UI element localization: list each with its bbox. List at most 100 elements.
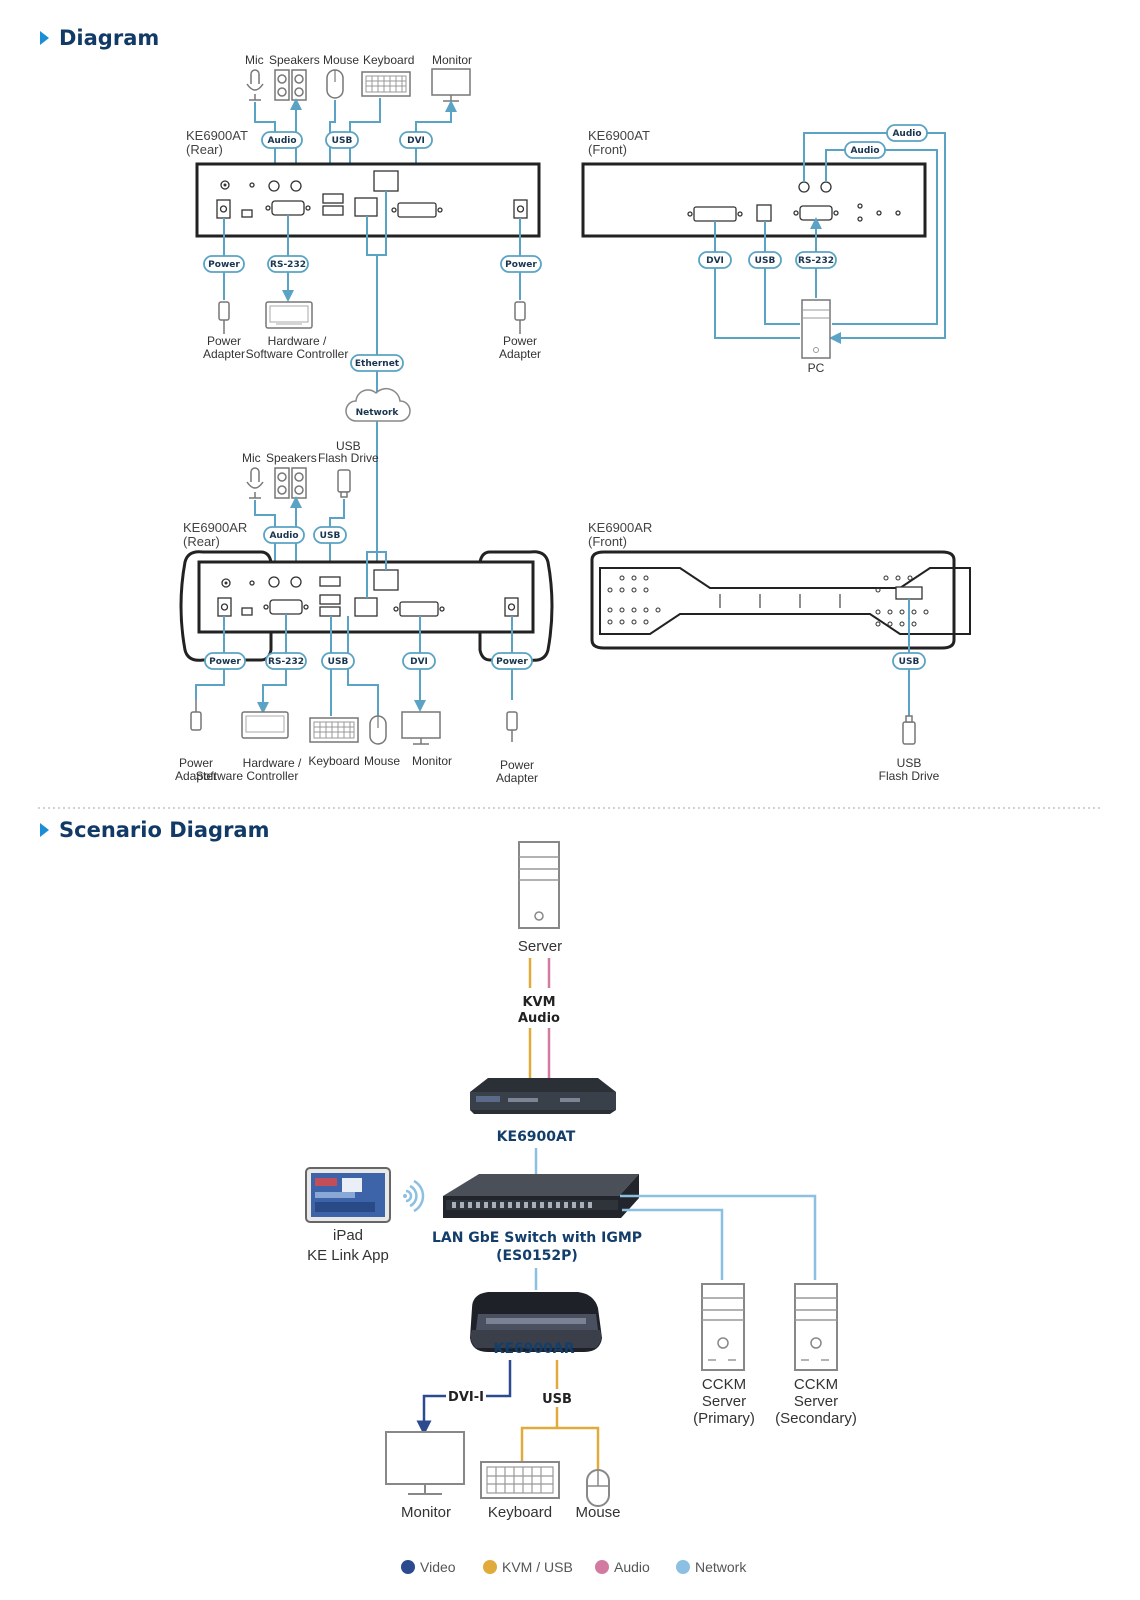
svg-text:Software Controller: Software Controller	[196, 769, 299, 783]
ipad-icon	[305, 1167, 391, 1223]
svg-text:RS-232: RS-232	[268, 657, 304, 667]
svg-text:Adapter: Adapter	[203, 347, 245, 361]
svg-text:Audio: Audio	[269, 531, 298, 541]
mouse-icon	[586, 1469, 610, 1507]
svg-text:USB: USB	[897, 756, 922, 770]
usb-pill: USB	[748, 251, 782, 269]
triangle-icon	[40, 31, 49, 45]
svg-text:Network: Network	[695, 1559, 747, 1575]
keyboard-icon	[361, 71, 411, 97]
svg-text:Ethernet: Ethernet	[355, 359, 400, 369]
svg-text:Keyboard: Keyboard	[308, 754, 359, 768]
switch-device-icon	[443, 1174, 639, 1218]
svg-text:PC: PC	[808, 361, 825, 375]
svg-text:DVI: DVI	[410, 657, 428, 667]
keyboard-label: Keyboard	[363, 53, 414, 67]
svg-text:CCKM: CCKM	[702, 1376, 746, 1393]
svg-text:Server: Server	[794, 1393, 838, 1410]
tx-front-box	[581, 162, 927, 238]
mic-icon	[246, 467, 264, 499]
scenario-title: Scenario Diagram	[40, 818, 269, 842]
svg-text:DVI-I: DVI-I	[448, 1390, 484, 1405]
svg-text:Flash Drive: Flash Drive	[879, 769, 940, 783]
rs232-pill: RS-232	[265, 652, 307, 670]
svg-text:Power: Power	[209, 657, 241, 667]
dvi-pill: DVI	[399, 131, 433, 149]
monitor-label: Monitor	[432, 53, 472, 67]
svg-text:Server: Server	[702, 1393, 746, 1410]
svg-text:(Primary): (Primary)	[693, 1410, 755, 1427]
tx-rear-side: (Rear)	[186, 142, 223, 157]
legend-item-video: Video	[401, 1559, 456, 1575]
audio-pill: Audio	[844, 141, 886, 159]
svg-text:Video: Video	[420, 1559, 456, 1575]
svg-text:Power: Power	[179, 756, 213, 770]
tx-rear-model: KE6900AT	[186, 128, 248, 143]
diagram-title: Diagram	[40, 26, 159, 50]
receiver-device-icon	[470, 1292, 602, 1352]
svg-text:Mic: Mic	[242, 451, 261, 465]
svg-text:Hardware /: Hardware /	[243, 756, 302, 770]
keyboard-icon	[480, 1461, 560, 1499]
svg-text:Server: Server	[518, 938, 562, 955]
svg-text:(Secondary): (Secondary)	[775, 1410, 857, 1427]
speakers-icon	[274, 467, 307, 499]
svg-text:USB: USB	[755, 256, 776, 266]
ethernet-pill: Ethernet	[350, 354, 404, 372]
server-icon	[701, 1283, 745, 1371]
triangle-icon	[40, 823, 49, 837]
svg-text:KE6900AR: KE6900AR	[494, 1341, 575, 1357]
receiver-front: KE6900AR (Front) USB USB Flash Drive	[588, 520, 971, 783]
svg-text:USB: USB	[542, 1392, 572, 1407]
monitor-icon	[431, 68, 471, 102]
server-icon	[794, 1283, 838, 1371]
svg-text:iPad: iPad	[333, 1227, 363, 1244]
speakers-icon	[274, 69, 307, 101]
power-adapter-icon	[506, 711, 518, 742]
svg-text:Flash Drive: Flash Drive	[318, 451, 379, 465]
legend-item-kvm-usb: KVM / USB	[483, 1559, 573, 1575]
audio-pill: Audio	[261, 131, 303, 149]
usb-pill: USB	[892, 652, 926, 670]
svg-text:KVM: KVM	[522, 995, 555, 1010]
svg-text:Monitor: Monitor	[401, 1504, 451, 1521]
svg-text:KVM / USB: KVM / USB	[502, 1559, 573, 1575]
svg-text:Monitor: Monitor	[412, 754, 452, 768]
server-icon	[518, 841, 560, 929]
power-pill: Power	[203, 255, 245, 273]
svg-text:RS-232: RS-232	[798, 256, 834, 266]
mouse-icon	[369, 715, 387, 745]
svg-text:Mouse: Mouse	[575, 1504, 620, 1521]
svg-text:(Rear): (Rear)	[183, 534, 220, 549]
svg-text:USB: USB	[320, 531, 341, 541]
keyboard-icon	[309, 717, 359, 743]
power-pill: Power	[491, 652, 533, 670]
power-adapter-icon	[218, 301, 230, 334]
power-adapter-icon	[514, 301, 526, 334]
legend: Video KVM / USB Audio Network	[401, 1559, 747, 1575]
svg-text:Power: Power	[500, 758, 534, 772]
svg-text:(Front): (Front)	[588, 534, 627, 549]
svg-text:Audio: Audio	[518, 1011, 560, 1026]
controller-icon	[241, 711, 289, 739]
transmitter-rear: KE6900AT (Rear) Mic Speakers Mouse Keybo…	[186, 53, 542, 395]
svg-text:DVI: DVI	[407, 136, 425, 146]
mic-icon	[246, 69, 264, 101]
svg-text:CCKM: CCKM	[794, 1376, 838, 1393]
svg-text:(Front): (Front)	[588, 142, 627, 157]
svg-text:Adapter: Adapter	[175, 769, 217, 783]
mouse-icon	[326, 69, 344, 99]
svg-text:KE6900AT: KE6900AT	[588, 128, 650, 143]
monitor-icon	[385, 1431, 465, 1495]
power-pill: Power	[500, 255, 542, 273]
svg-text:Software Controller: Software Controller	[246, 347, 349, 361]
power-pill: Power	[204, 652, 246, 670]
svg-text:Audio: Audio	[892, 129, 921, 139]
svg-text:Power: Power	[496, 657, 528, 667]
svg-text:USB: USB	[899, 657, 920, 667]
svg-text:Audio: Audio	[850, 146, 879, 156]
mouse-label: Mouse	[323, 53, 359, 67]
controller-icon	[265, 301, 313, 329]
svg-text:Adapter: Adapter	[496, 771, 538, 785]
